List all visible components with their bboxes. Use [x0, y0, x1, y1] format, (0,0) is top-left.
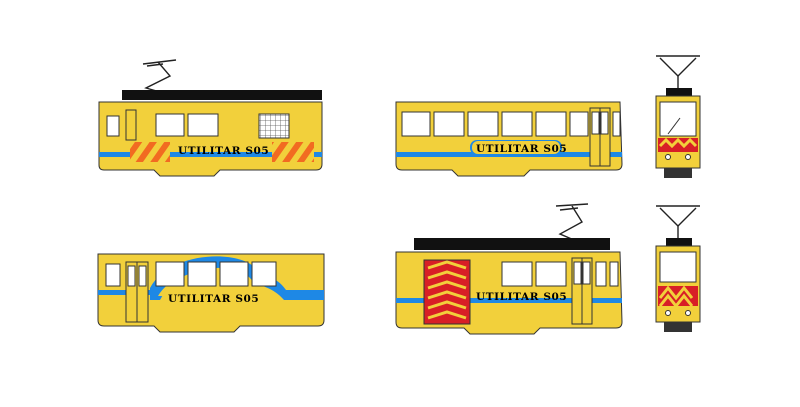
- window: [600, 111, 609, 135]
- tram-c-side-view: UTILITAR S05: [97, 253, 325, 333]
- window: [535, 111, 567, 137]
- headlight: [665, 310, 671, 316]
- livery-label: UTILITAR S05: [168, 293, 259, 305]
- window: [105, 263, 121, 287]
- windshield: [659, 251, 697, 283]
- door: [125, 109, 137, 141]
- blue-stripe: [98, 290, 150, 295]
- headlight: [685, 154, 691, 160]
- tram-b-front-view: [655, 55, 701, 178]
- roof: [414, 238, 610, 250]
- roof: [666, 238, 692, 246]
- roof: [666, 88, 692, 96]
- window: [573, 261, 582, 285]
- window: [569, 111, 589, 137]
- hazard-chevrons: [427, 260, 467, 320]
- window: [467, 111, 499, 137]
- window: [501, 111, 533, 137]
- window: [219, 261, 249, 287]
- bogie: [664, 322, 692, 332]
- windshield: [659, 101, 697, 137]
- pantograph-icon: [142, 59, 177, 93]
- window: [106, 115, 120, 137]
- window: [612, 111, 621, 137]
- tram-a-side-view: UTILITAR S05: [98, 59, 323, 177]
- hazard-panel-left: [130, 142, 170, 162]
- tram-b-side-view: UTILITAR S05: [395, 101, 623, 177]
- window: [401, 111, 431, 137]
- window: [535, 261, 567, 287]
- livery-label: UTILITAR S05: [476, 291, 567, 303]
- hazard-panel-right: [272, 142, 314, 162]
- window: [609, 261, 619, 287]
- pantograph-icon: [656, 205, 700, 238]
- blue-stripe: [396, 298, 622, 303]
- pantograph-icon: [555, 203, 589, 241]
- livery-label: UTILITAR S05: [476, 143, 567, 155]
- vent-grille: [258, 113, 290, 139]
- window: [138, 265, 147, 287]
- pantograph-icon: [656, 55, 700, 90]
- roof: [122, 90, 322, 100]
- headlight: [665, 154, 671, 160]
- blue-stripe: [99, 152, 322, 157]
- window: [127, 265, 136, 287]
- window: [582, 261, 591, 285]
- window: [155, 113, 185, 137]
- wiper: [667, 117, 681, 135]
- window: [251, 261, 277, 287]
- window: [501, 261, 533, 287]
- bogie: [664, 168, 692, 178]
- tram-d-side-view: UTILITAR S05: [395, 203, 623, 335]
- window: [155, 261, 185, 287]
- window: [433, 111, 465, 137]
- tram-d-front-view: [655, 205, 701, 332]
- livery-label: UTILITAR S05: [178, 145, 269, 157]
- window: [595, 261, 607, 287]
- window: [187, 113, 219, 137]
- window: [187, 261, 217, 287]
- hazard-chevrons: [658, 137, 698, 149]
- headlight: [685, 310, 691, 316]
- window: [591, 111, 600, 135]
- hazard-chevrons: [658, 293, 694, 309]
- hazard-chevrons: [658, 285, 694, 301]
- stripe-bubble-inner: [472, 141, 560, 154]
